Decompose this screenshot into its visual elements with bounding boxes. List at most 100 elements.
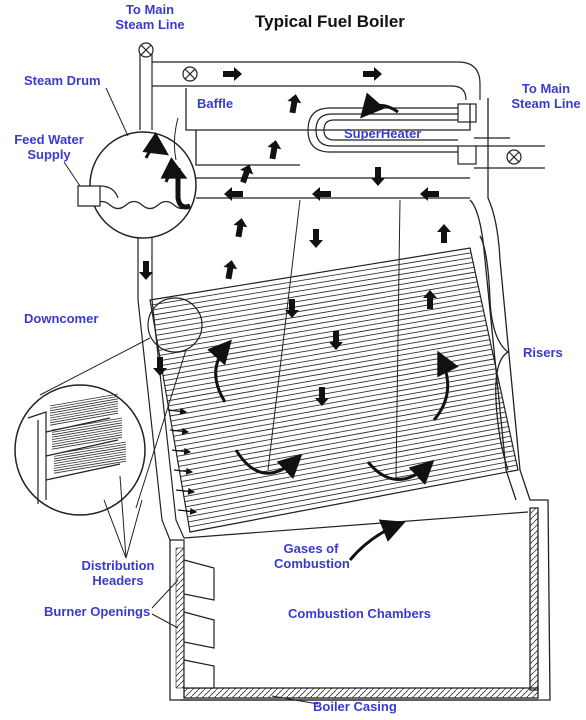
flow-arrow-icon [223,67,242,81]
risers-brace [479,235,510,471]
combustion-chamber [170,511,529,689]
inset-tube [49,410,119,424]
gas-flow-ticks [167,407,198,515]
label-distribution-headers: Distribution Headers [81,558,155,588]
label-feed-water: Feed Water Supply [14,132,84,162]
riser-tube [162,319,486,377]
label-burner-openings: Burner Openings [44,604,151,619]
leader-lines [63,87,319,705]
inset-tube [53,460,127,474]
label-risers: Risers [523,345,563,360]
flow-arrow-icon [437,224,451,243]
label-main-steam-top: To Main Steam Line [115,2,185,32]
riser-tube [188,459,516,523]
flow-arrow-icon [287,94,302,114]
inset-tube [53,446,127,460]
riser-tube [166,339,490,397]
inset-tube [53,458,127,472]
inset-tube [51,436,123,450]
inset-tube [53,453,127,467]
riser-tube [182,426,509,488]
inset-tube [51,432,123,445]
superheater-coil [307,107,458,153]
inset-tube [53,441,127,455]
flow-arrow-icon [139,261,153,280]
riser-tube [160,305,483,361]
inset-tube [49,396,119,409]
flow-arrow-icon [420,187,439,201]
riser-tube [156,286,479,341]
inset-tube [49,403,119,416]
riser-tube [165,334,489,392]
riser-tube [180,416,507,477]
riser-tube [176,392,502,452]
inset-tube [49,408,119,421]
flow-arrow-icon [312,187,331,201]
riser-tube [181,421,508,483]
riser-tube [176,397,503,457]
riser-tube [174,382,500,442]
riser-tube [187,455,515,518]
inset-tube [53,456,127,469]
baffle-plate [175,168,191,210]
label-steam-drum: Steam Drum [24,73,101,88]
riser-tube [151,257,473,311]
circulation-arrows [142,92,459,561]
flow-arrow-icon [240,164,254,184]
riser-tube [154,271,476,326]
label-main-steam-right: To Main Steam Line [511,81,581,111]
riser-tube [150,252,472,306]
inset-tube [51,420,123,433]
riser-tube [178,406,505,467]
distribution-header-inset [14,297,203,516]
inset-tube [51,434,123,448]
riser-tube [153,266,475,321]
riser-tube [177,401,504,462]
label-downcomer: Downcomer [24,311,99,326]
flow-arrow-icon [371,167,385,186]
riser-tube [173,377,499,437]
flow-arrow-icon [423,290,437,309]
riser-tube [184,440,512,503]
label-baffle: Baffle [197,96,234,111]
label-boiler-casing: Boiler Casing [313,699,397,714]
inset-tube [53,448,127,462]
riser-tube [171,368,497,427]
inset-tube [51,429,123,443]
valve-icon [138,42,522,165]
flow-arrow-icon [223,260,238,280]
inset-tube [51,422,123,436]
inset-tube [49,393,119,407]
label-gases-of-combustion: Gases of Combustion [274,541,350,571]
riser-tube [172,373,498,432]
riser-tube [161,310,484,367]
riser-tube [185,445,513,508]
flow-arrow-icon [285,299,299,318]
inset-tube [49,405,119,419]
flow-arrows [139,67,451,406]
boiler-casing-outline [169,88,551,701]
tube-bank-outline [149,247,519,533]
flow-arrow-icon [267,140,282,160]
diagram-title: Typical Fuel Boiler [255,12,405,31]
label-combustion-chambers: Combustion Chambers [288,606,432,621]
riser-tube [155,276,477,331]
riser-tube [167,344,491,402]
superheater-header-boxes [457,103,477,165]
riser-tube [163,324,487,382]
riser-tube [162,315,485,372]
riser-tube [189,464,518,528]
inset-tube [53,451,127,464]
inset-tube [51,424,123,438]
riser-tube [179,411,506,472]
flow-arrow-icon [315,387,329,406]
riser-tube [182,430,510,493]
flow-arrow-icon [233,218,248,238]
flow-arrow-icon [309,229,323,248]
flow-arrow-icon [329,331,343,350]
riser-supports [267,199,401,479]
flow-arrow-icon [363,67,382,81]
riser-tube [183,435,511,498]
